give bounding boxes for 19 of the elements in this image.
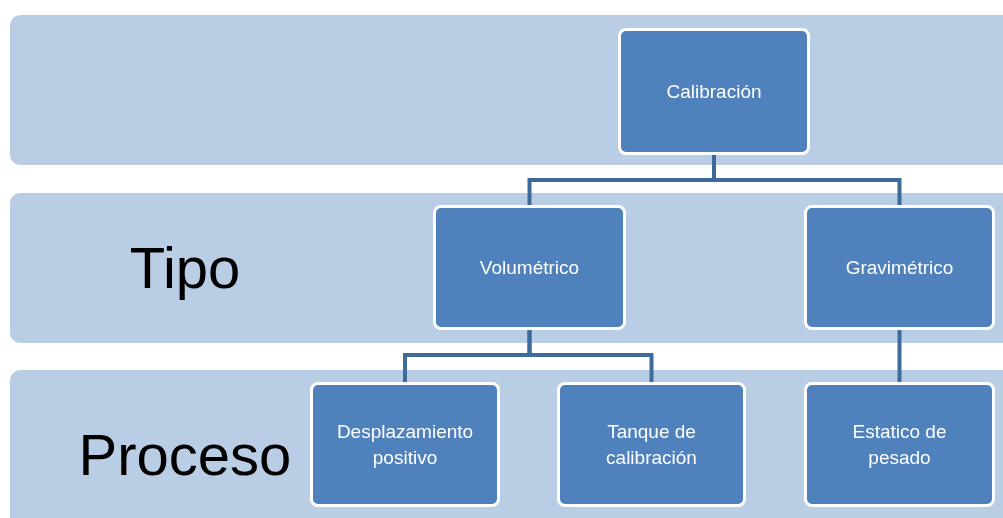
box-label: Tanque de calibración [605, 419, 698, 470]
process-box [557, 382, 746, 507]
box-label: Calibración [666, 79, 762, 104]
box-label: Volumétrico [479, 255, 580, 280]
process-box [310, 382, 500, 507]
box-label: Estatico de pesado [851, 419, 948, 470]
process-box [804, 382, 995, 507]
connector-line [897, 330, 902, 382]
band-label: Tipo [128, 234, 242, 302]
band [10, 370, 1003, 518]
band-label: Proceso [77, 421, 293, 489]
box-label: Desplazamiento positivo [335, 419, 475, 470]
band [10, 15, 1003, 165]
box-label: Gravimétrico [845, 255, 954, 280]
process-box [433, 205, 626, 330]
process-box [804, 205, 995, 330]
process-box [618, 28, 810, 155]
connector-line [527, 330, 654, 382]
band [10, 193, 1003, 343]
